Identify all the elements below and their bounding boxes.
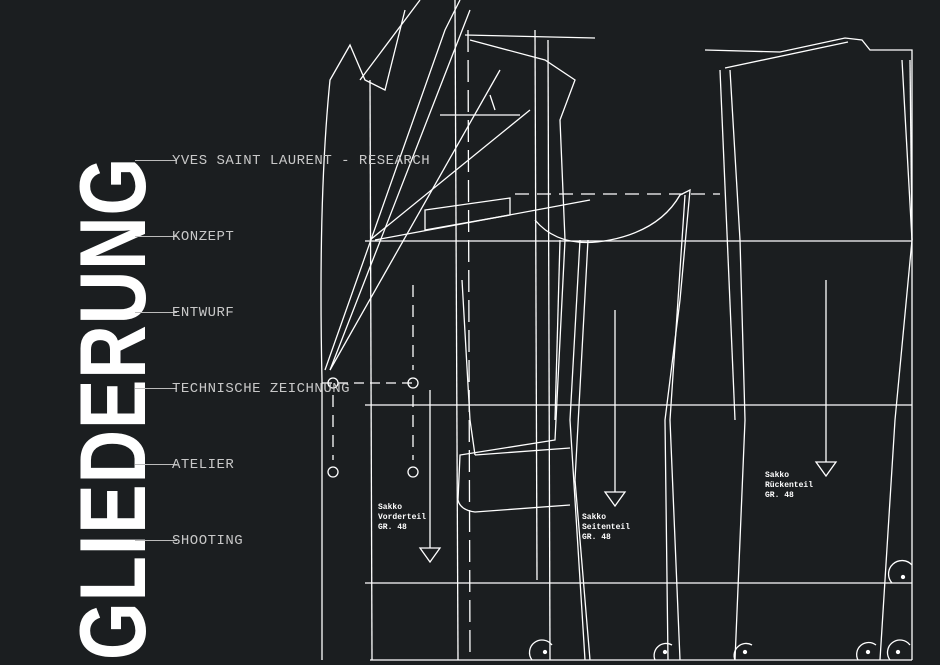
menu-item-ysl-research[interactable]: YVES SAINT LAURENT - RESEARCH — [135, 151, 430, 171]
menu-item-konzept[interactable]: KONZEPT — [135, 227, 234, 247]
menu-tick — [135, 312, 177, 313]
label-name: Sakko — [378, 503, 403, 512]
menu-item-label: YVES SAINT LAURENT - RESEARCH — [172, 153, 431, 169]
label-part: Seitenteil — [582, 523, 631, 532]
menu-tick — [135, 160, 177, 161]
menu-item-atelier[interactable]: ATELIER — [135, 455, 234, 475]
label-size: GR. 48 — [582, 533, 611, 542]
label-name: Sakko — [582, 513, 607, 522]
pattern-label-vorderteil: Sakko Vorderteil GR. 48 — [378, 503, 426, 533]
menu-item-label: SHOOTING — [172, 533, 244, 549]
menu-tick — [135, 388, 177, 389]
menu-item-label: ATELIER — [172, 457, 235, 473]
menu-item-label: KONZEPT — [172, 229, 235, 245]
menu-item-technische-zeichnung[interactable]: TECHNISCHE ZEICHNUNG — [135, 379, 350, 399]
pattern-label-seitenteil: Sakko Seitenteil GR. 48 — [582, 513, 630, 543]
menu-tick — [135, 540, 177, 541]
label-part: Rückenteil — [765, 481, 814, 490]
menu-item-label: TECHNISCHE ZEICHNUNG — [172, 381, 351, 397]
menu-item-shooting[interactable]: SHOOTING — [135, 531, 243, 551]
menu-item-label: ENTWURF — [172, 305, 235, 321]
label-name: Sakko — [765, 471, 790, 480]
pattern-label-rueckenteil: Sakko Rückenteil GR. 48 — [765, 471, 813, 501]
label-size: GR. 48 — [378, 523, 407, 532]
menu-item-entwurf[interactable]: ENTWURF — [135, 303, 234, 323]
menu-tick — [135, 236, 177, 237]
label-size: GR. 48 — [765, 491, 794, 500]
menu-tick — [135, 464, 177, 465]
label-part: Vorderteil — [378, 513, 427, 522]
